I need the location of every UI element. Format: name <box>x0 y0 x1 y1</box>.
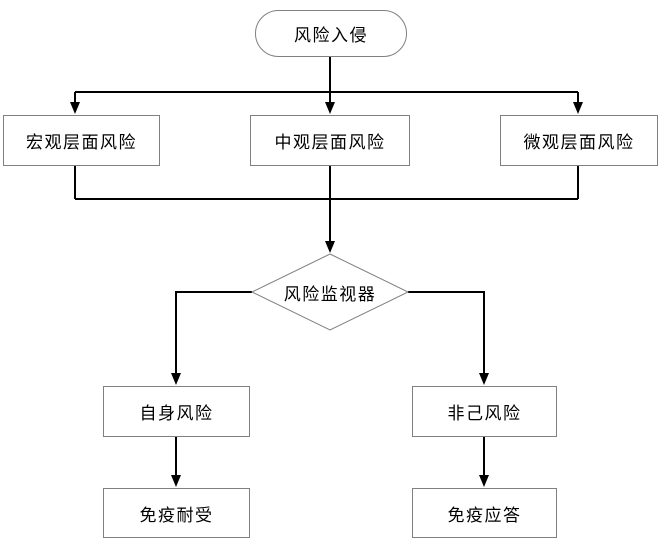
node-micro-risk: 微观层面风险 <box>500 115 658 166</box>
node-meso-risk-label: 中观层面风险 <box>274 133 386 152</box>
connector-monitor-to-self <box>175 291 252 376</box>
node-nonself-risk-label: 非己风险 <box>447 404 522 423</box>
node-immune-tolerance-label: 免疫耐受 <box>139 505 214 525</box>
node-risk-monitor: 风险监视器 <box>252 254 408 330</box>
arrowhead-into-micro <box>573 102 583 114</box>
arrowhead-into-self-risk <box>171 373 181 385</box>
node-start-label: 风险入侵 <box>294 26 368 45</box>
node-risk-monitor-label: 风险监视器 <box>283 284 377 304</box>
node-nonself-risk: 非己风险 <box>412 386 557 437</box>
arrowhead-into-response <box>479 475 489 487</box>
node-start: 风险入侵 <box>255 10 407 57</box>
node-macro-risk-label: 宏观层面风险 <box>26 133 137 152</box>
node-macro-risk: 宏观层面风险 <box>3 115 160 166</box>
node-immune-response-label: 免疫应答 <box>447 505 522 525</box>
node-self-risk-label: 自身风险 <box>139 404 214 423</box>
node-immune-tolerance: 免疫耐受 <box>103 488 250 538</box>
node-immune-response: 免疫应答 <box>412 488 557 538</box>
node-meso-risk: 中观层面风险 <box>250 115 410 166</box>
node-micro-risk-label: 微观层面风险 <box>523 133 635 152</box>
arrowhead-into-nonself-risk <box>479 373 489 385</box>
decision-diamond-shape <box>250 253 410 331</box>
connector-monitor-to-nonself <box>408 291 485 376</box>
arrowhead-into-tolerance <box>171 475 181 487</box>
arrowhead-into-meso <box>325 102 335 114</box>
node-self-risk: 自身风险 <box>103 386 250 437</box>
arrowhead-into-monitor <box>325 241 335 253</box>
arrowhead-into-macro <box>70 102 80 114</box>
